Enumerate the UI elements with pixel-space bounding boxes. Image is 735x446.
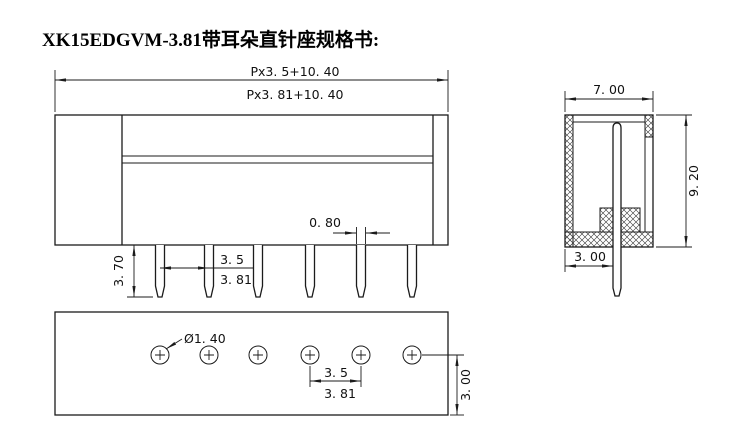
front-pin-width-dimension: 0. 80: [309, 215, 390, 244]
dim-front-pin-length: 3. 70: [111, 255, 126, 287]
dim-side-height: 9. 20: [686, 165, 701, 197]
side-view: 7. 00 9. 20 3. 00: [564, 82, 701, 297]
side-housing-section: [564, 114, 654, 297]
bottom-pitch-dimension: 3. 5 3. 81: [309, 365, 362, 401]
page-title: XK15EDGVM-3.81带耳朵直针座规格书:: [42, 28, 379, 51]
front-pin-length-dimension: 3. 70: [111, 245, 153, 298]
side-left-wall-hatch: [564, 114, 574, 248]
bottom-holes: [150, 345, 422, 365]
front-pins: [154, 245, 418, 298]
dim-side-width: 7. 00: [593, 82, 625, 97]
hole-4: [300, 345, 320, 365]
pin-2: [203, 245, 215, 298]
dim-bottom-pitch-a: 3. 5: [324, 365, 348, 380]
dim-bottom-pitch-b: 3. 81: [324, 386, 356, 401]
bottom-edge-distance-dimension: 3. 00: [422, 354, 473, 416]
side-base-hatch: [564, 231, 654, 248]
front-overall-dimension: Px3. 5+10. 40 Px3. 81+10. 40: [54, 64, 449, 112]
dim-front-overall-a: Px3. 5+10. 40: [250, 64, 339, 79]
bottom-view: Ø1. 40 3. 5 3. 81 3. 00: [54, 311, 473, 416]
side-pin: [612, 122, 622, 297]
side-pin-offset-dimension: 3. 00: [564, 249, 613, 272]
side-width-dimension: 7. 00: [564, 82, 654, 112]
hole-3: [248, 345, 268, 365]
hole-diameter-leader: Ø1. 40: [165, 331, 226, 350]
dim-bottom-edge-distance: 3. 00: [458, 369, 473, 401]
hole-5: [351, 345, 371, 365]
dim-front-pitch-b: 3. 81: [220, 272, 252, 287]
dim-side-pin-offset: 3. 00: [574, 249, 606, 264]
front-view: Px3. 5+10. 40 Px3. 81+10. 40 3. 70: [54, 64, 449, 298]
hole-6: [402, 345, 422, 365]
side-right-latch-hatch: [644, 114, 654, 138]
bottom-body-outline: [54, 311, 449, 416]
dim-hole-diameter: Ø1. 40: [184, 331, 226, 346]
hole-1: [150, 345, 170, 365]
front-body-outline: [54, 114, 449, 246]
pin-3: [252, 245, 264, 298]
side-height-dimension: 9. 20: [656, 114, 701, 248]
pin-5: [355, 245, 367, 298]
dim-front-pin-width: 0. 80: [309, 215, 341, 230]
pin-1: [154, 245, 166, 298]
hole-2: [199, 345, 219, 365]
pin-4: [304, 245, 316, 298]
dim-front-overall-b: Px3. 81+10. 40: [247, 87, 344, 102]
dim-front-pitch-a: 3. 5: [220, 252, 244, 267]
pin-6: [406, 245, 418, 298]
front-housing-body: [54, 114, 449, 246]
front-pitch-dimension: 3. 5 3. 81: [160, 252, 253, 287]
